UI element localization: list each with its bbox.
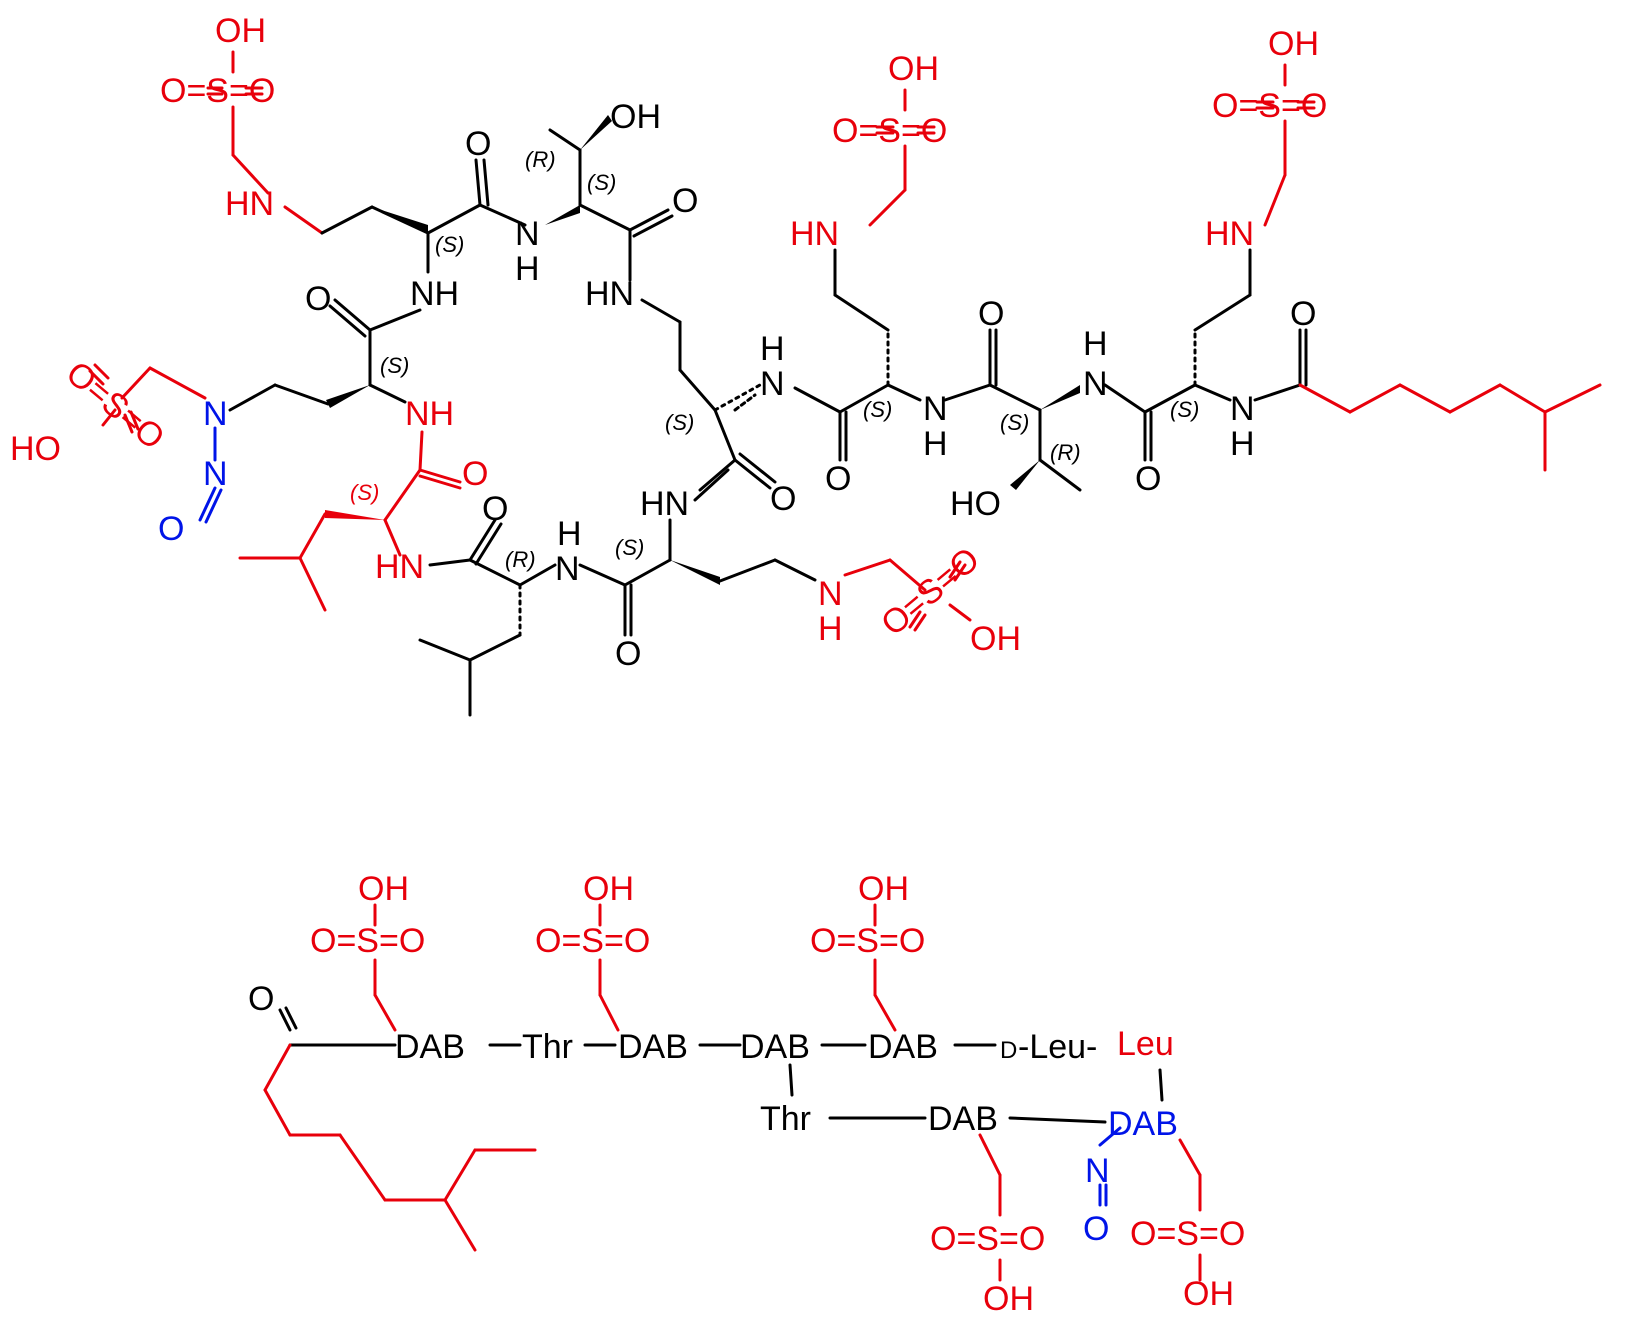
sulfonate-mid [868,88,936,227]
seq-oh-3: OH [858,870,909,908]
label-oh: OH [215,12,266,50]
sulfonate-left [88,363,207,434]
label-n-bottom-red: N [818,575,843,613]
label-n-eq: N [203,455,228,493]
label-oh-thr: OH [610,98,661,136]
label-o-bottom: O [615,635,641,673]
label-n-chain3: N [1083,365,1108,403]
seq-thr-2: Thr [760,1100,811,1138]
label-o-thr: O [672,182,698,220]
stereo-s: (S) [587,170,616,195]
label-n-chain1: N [760,365,785,403]
label-o-red: O [462,455,488,493]
label-hn-ring-bottom: HN [640,485,689,523]
label-sulfonyl-mid: O=S=O [832,112,947,150]
label-nh-red: NH [405,395,454,433]
label-n: N [515,215,540,253]
label-h-ring-bottom: H [557,515,582,553]
label-hn-ring: HN [585,275,634,313]
sequence-labels: O DAB Thr DAB DAB DAB D -Leu- Leu Thr DA… [248,870,1245,1318]
seq-oh-4: OH [983,1280,1034,1318]
label-h-chain4: H [1230,425,1255,463]
seq-dab-2: DAB [618,1028,688,1066]
label-o: O [465,125,491,163]
stereo-s: (S) [1170,397,1199,422]
label-oh-right: OH [1268,25,1319,63]
stereo-s: (S) [1000,410,1029,435]
stereo-s: (S) [350,480,379,505]
sulfonate-right [1255,63,1316,227]
label-hn-right: HN [1205,215,1254,253]
label-oh-mid: OH [888,50,939,88]
seq-dab-4: DAB [868,1028,938,1066]
sulfonate-bottom [843,558,972,632]
label-o-ring-bottom: O [770,480,796,518]
leucine-residue [238,430,462,612]
label-hn-red: HN [375,548,424,586]
seq-sos-5: O=S=O [1130,1215,1245,1253]
seq-sos-2: O=S=O [535,922,650,960]
seq-o: O [248,980,274,1018]
seq-thr-1: Thr [522,1028,573,1066]
seq-d-leu: -Leu- [1018,1028,1097,1066]
skeletal-structure [88,50,1602,717]
stereo-r: (R) [525,147,556,172]
label-n-chain2: N [923,390,948,428]
stereo-descriptors: (S) (R) (S) (S) (S) (S) (S) (R) (S) (S) … [350,147,1199,572]
seq-dab-1: DAB [395,1028,465,1066]
seq-oh-5: OH [1183,1275,1234,1313]
seq-dab-5: DAB [928,1100,998,1138]
label-o-left: O [305,280,331,318]
label-o-nitroso: O [158,510,184,548]
label-sulfonyl: O=S=O [160,72,275,110]
label-h-chain1: H [760,330,785,368]
label-n-ring-bottom: N [555,550,580,588]
sequence-acyl-chain [263,1043,537,1252]
label-o-chain2: O [978,295,1004,333]
stereo-s: (S) [665,410,694,435]
stereo-s: (S) [380,353,409,378]
acyl-chain [1298,383,1602,472]
label-o-leu: O [482,490,508,528]
label-h-chain3: H [1083,325,1108,363]
seq-sos-1: O=S=O [310,922,425,960]
sequence-diagram [263,903,1202,1282]
label-hn-mid: HN [790,215,839,253]
label-h: H [515,250,540,288]
nitroso-group [198,426,223,524]
label-o-chain3: O [1135,460,1161,498]
label-o-chain1: O [825,460,851,498]
seq-sos-4: O=S=O [930,1220,1045,1258]
label-h-bottom-red: H [818,610,843,648]
label-h-chain2: H [923,425,948,463]
stereo-s: (S) [615,535,644,560]
seq-oh-1: OH [358,870,409,908]
label-sulfonyl-right: O=S=O [1212,87,1327,125]
stereo-r: (R) [505,547,536,572]
label-hn: HN [225,185,274,223]
label-n-nitroso: N [203,395,228,433]
label-oh-bottom: OH [970,620,1021,658]
seq-d-prefix: D [1000,1037,1017,1064]
label-ho-left: HO [10,430,61,468]
seq-oh-2: OH [583,870,634,908]
stereo-s: (S) [863,397,892,422]
label-ho-thr2: HO [950,485,1001,523]
label-nh: NH [410,275,459,313]
seq-sos-3: O=S=O [810,922,925,960]
label-o-acyl: O [1290,295,1316,333]
stereo-s: (S) [435,232,464,257]
seq-dab-3: DAB [740,1028,810,1066]
sulfonate-top-left [206,50,324,235]
label-n-chain4: N [1230,390,1255,428]
atom-labels: OH O=S=O HN O NH N H OH O HN OH O=S=O HN… [10,12,1327,673]
seq-leu-red: Leu [1117,1025,1174,1063]
seq-dab-nitroso: DAB [1108,1105,1178,1143]
stereo-r: (R) [1050,440,1081,465]
seq-nitroso-n: N [1085,1152,1110,1190]
seq-nitroso-o: O [1083,1210,1109,1248]
